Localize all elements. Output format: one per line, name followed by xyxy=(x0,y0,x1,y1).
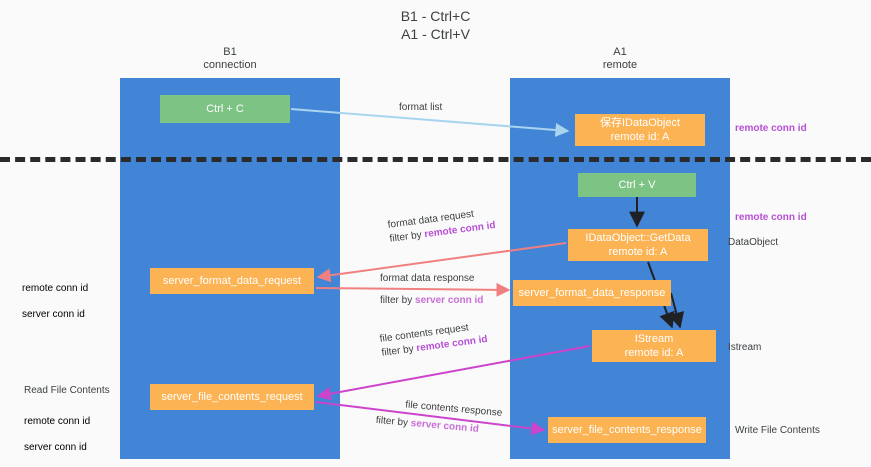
edge-file-contents-response xyxy=(315,401,546,436)
node-ctrl-v[interactable]: Ctrl + V xyxy=(578,173,696,197)
annotation-left-remote-conn-id-2: remote conn id xyxy=(24,416,91,427)
edge-label-format-data-response: format data response filter by server co… xyxy=(380,272,483,308)
edge-format-data-request xyxy=(316,242,567,283)
fcres-filter-prefix: filter by xyxy=(375,414,412,429)
edge-format-data-response xyxy=(315,282,511,297)
annotation-left-conn-ids-2: remote conn id server conn id xyxy=(24,402,90,467)
node-server-format-data-response[interactable]: server_format_data_response xyxy=(513,280,671,306)
annotation-left-read-file-contents: Read File Contents xyxy=(24,385,110,396)
annotation-right-remote-conn-id-mid: remote conn id xyxy=(735,212,807,223)
annotation-right-istream: Istream xyxy=(728,342,762,353)
edge-label-format-list-text: format list xyxy=(399,102,443,113)
edge-label-format-list: format list xyxy=(399,101,442,115)
fdres-filter-prefix: filter by xyxy=(380,295,416,306)
page-title: B1 - Ctrl+C A1 - Ctrl+V xyxy=(400,8,471,42)
annotation-right-dataobject: DataObject xyxy=(728,237,779,248)
annotation-left-conn-ids: remote conn id server conn id xyxy=(22,269,88,334)
node-save-idataobject[interactable]: 保存IDataObject remote id: A xyxy=(575,114,705,146)
fdreq-filter-prefix: filter by xyxy=(388,229,426,245)
edge-label-fdres-filter: filter by server conn id xyxy=(380,294,483,308)
edge-label-fdres-title: format data response xyxy=(380,273,475,284)
section-divider xyxy=(0,157,871,162)
fcreq-filter-prefix: filter by xyxy=(380,343,418,359)
node-server-file-contents-response[interactable]: server_file_contents_response xyxy=(548,417,706,443)
annotation-left-server-conn-id: server conn id xyxy=(22,309,85,320)
fdres-filter-key: server conn id xyxy=(415,295,484,306)
lane-header-a1: A1 remote xyxy=(602,46,638,71)
edge-response-istream xyxy=(668,292,685,329)
lane-header-b1: B1 connection xyxy=(203,46,257,71)
edge-format-list xyxy=(290,108,570,137)
node-idataobject-getdata[interactable]: IDataObject::GetData remote id: A xyxy=(568,229,708,261)
node-istream[interactable]: IStream remote id: A xyxy=(592,330,716,362)
edge-file-contents-request xyxy=(316,345,591,401)
annotation-right-write-file-contents: Write File Contents xyxy=(735,425,820,436)
node-server-format-data-request[interactable]: server_format_data_request xyxy=(150,268,314,294)
annotation-right-remote-conn-id-top: remote conn id xyxy=(735,123,807,134)
annotation-left-server-conn-id-2: server conn id xyxy=(24,442,87,453)
annotation-left-remote-conn-id: remote conn id xyxy=(22,283,89,294)
node-server-file-contents-request[interactable]: server_file_contents_request xyxy=(150,384,314,410)
node-ctrl-c[interactable]: Ctrl + C xyxy=(160,95,290,123)
